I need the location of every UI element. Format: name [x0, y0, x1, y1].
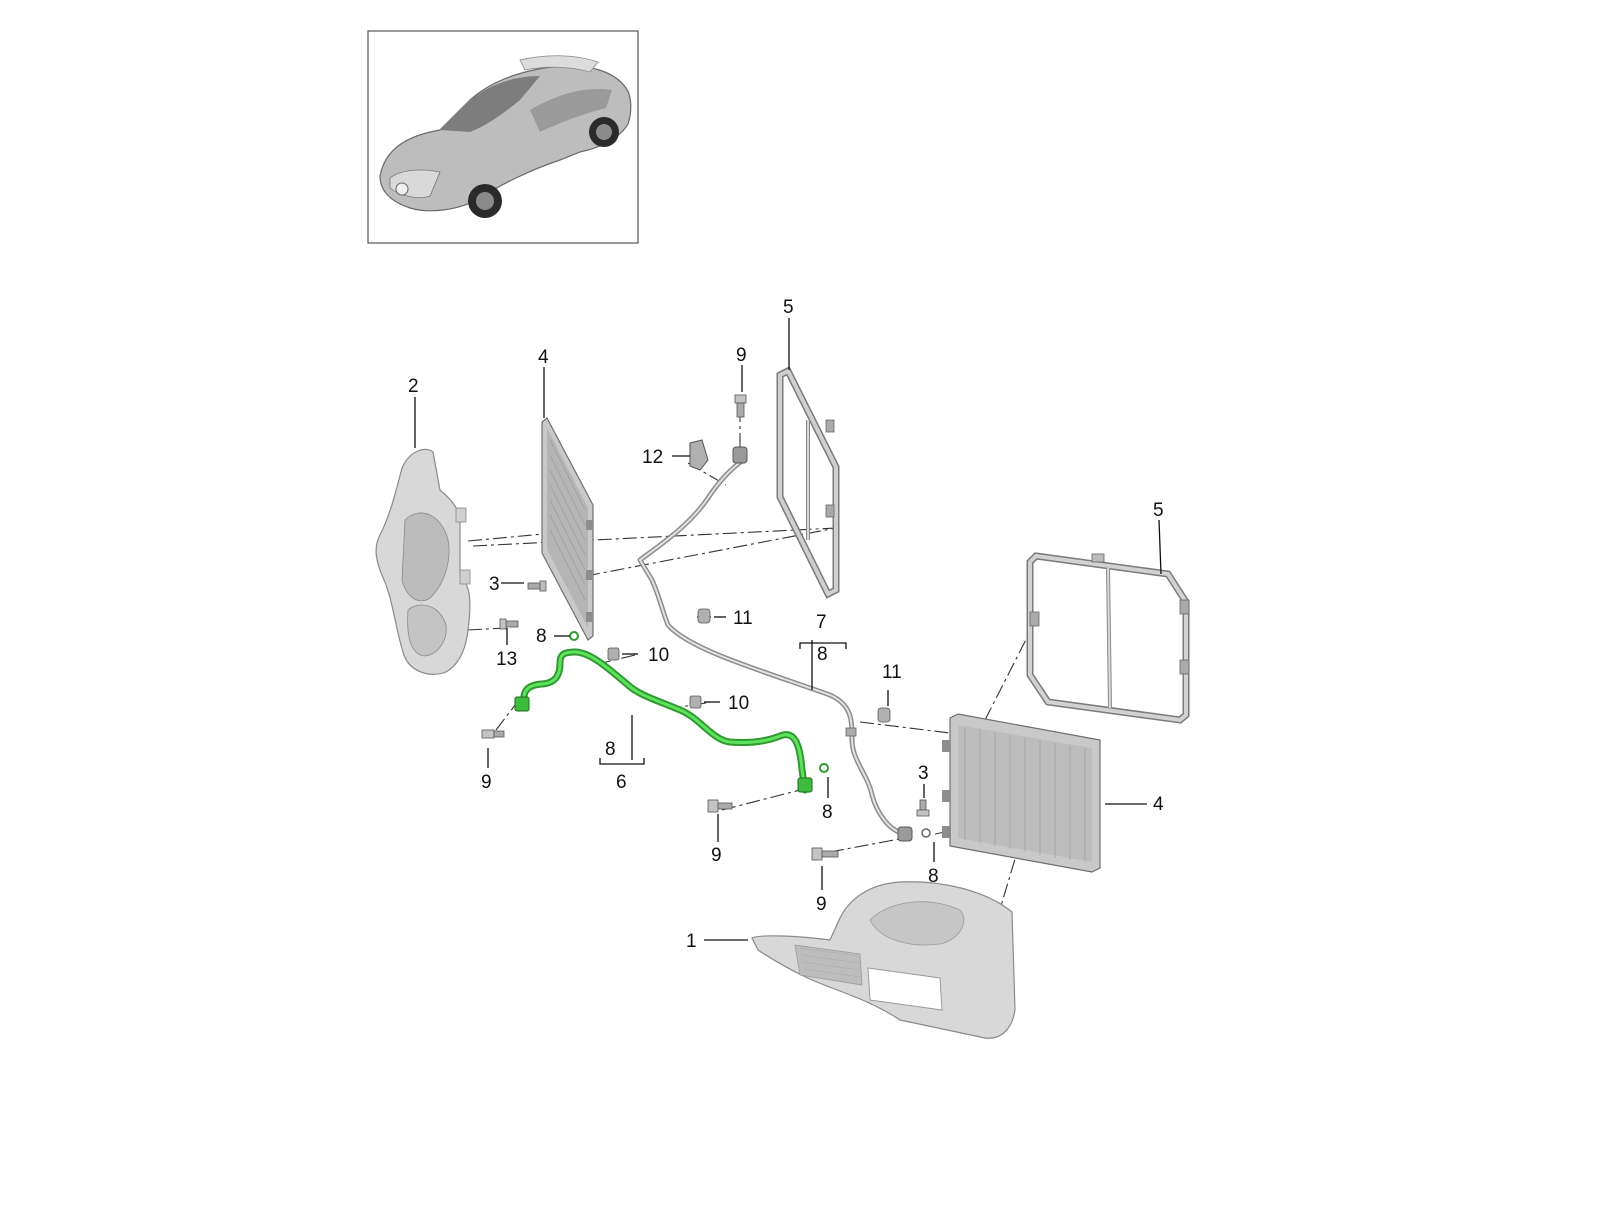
screw-icon [707, 799, 733, 813]
label-part-5[interactable]: 5 [783, 297, 794, 318]
label-part-13[interactable]: 13 [496, 649, 517, 670]
label-part-1[interactable]: 1 [686, 931, 697, 952]
left-frame[interactable] [776, 366, 840, 599]
bracket-icon [689, 439, 709, 471]
screw-icon [734, 394, 747, 418]
label-part-10[interactable]: 10 [728, 693, 749, 714]
oring-icon [819, 763, 829, 773]
label-part-3[interactable]: 3 [489, 574, 500, 595]
left-air-shroud[interactable] [375, 448, 471, 675]
label-part-3[interactable]: 3 [918, 763, 929, 784]
holder-icon [877, 707, 891, 723]
part-labels: 2 4 5 9 12 5 3 11 13 8 10 10 7 8 11 8 6 … [408, 297, 1164, 952]
label-part-5[interactable]: 5 [1153, 500, 1164, 521]
label-part-9[interactable]: 9 [736, 345, 747, 366]
holder-icon [697, 608, 711, 624]
label-part-7[interactable]: 7 [816, 612, 827, 633]
label-part-11[interactable]: 11 [882, 662, 902, 683]
car-icon [379, 55, 632, 218]
clip-icon [689, 695, 702, 709]
grey-ac-line[interactable] [637, 446, 913, 842]
pin-icon [499, 618, 519, 630]
right-condenser[interactable] [942, 713, 1101, 873]
label-part-8[interactable]: 8 [822, 802, 833, 823]
label-part-7-note: 8 [817, 644, 828, 665]
label-part-6[interactable]: 6 [616, 772, 627, 793]
highlighted-ac-line[interactable] [514, 631, 813, 794]
label-part-8[interactable]: 8 [536, 626, 547, 647]
screw-icon [481, 729, 505, 739]
label-part-6-note: 8 [605, 739, 616, 760]
clip-icon [607, 647, 620, 661]
label-part-2[interactable]: 2 [408, 376, 419, 397]
vehicle-thumbnail[interactable] [367, 30, 639, 244]
label-part-9[interactable]: 9 [481, 772, 492, 793]
oring-icon [921, 828, 931, 838]
label-part-9[interactable]: 9 [711, 845, 722, 866]
bolt-icon [527, 580, 547, 592]
right-frame[interactable] [1026, 552, 1190, 724]
label-part-10[interactable]: 10 [648, 645, 669, 666]
hardware [481, 394, 931, 861]
leader-lines [414, 318, 1162, 941]
label-part-11[interactable]: 11 [733, 608, 753, 629]
label-part-8[interactable]: 8 [928, 866, 939, 887]
label-part-4[interactable]: 4 [1153, 794, 1164, 815]
screw-icon [811, 847, 839, 861]
label-part-4[interactable]: 4 [538, 347, 549, 368]
left-condenser[interactable] [541, 417, 594, 641]
label-part-9[interactable]: 9 [816, 894, 827, 915]
label-part-12[interactable]: 12 [642, 447, 663, 468]
bolt-icon [916, 799, 930, 817]
front-right-air-shroud[interactable] [751, 881, 1016, 1039]
